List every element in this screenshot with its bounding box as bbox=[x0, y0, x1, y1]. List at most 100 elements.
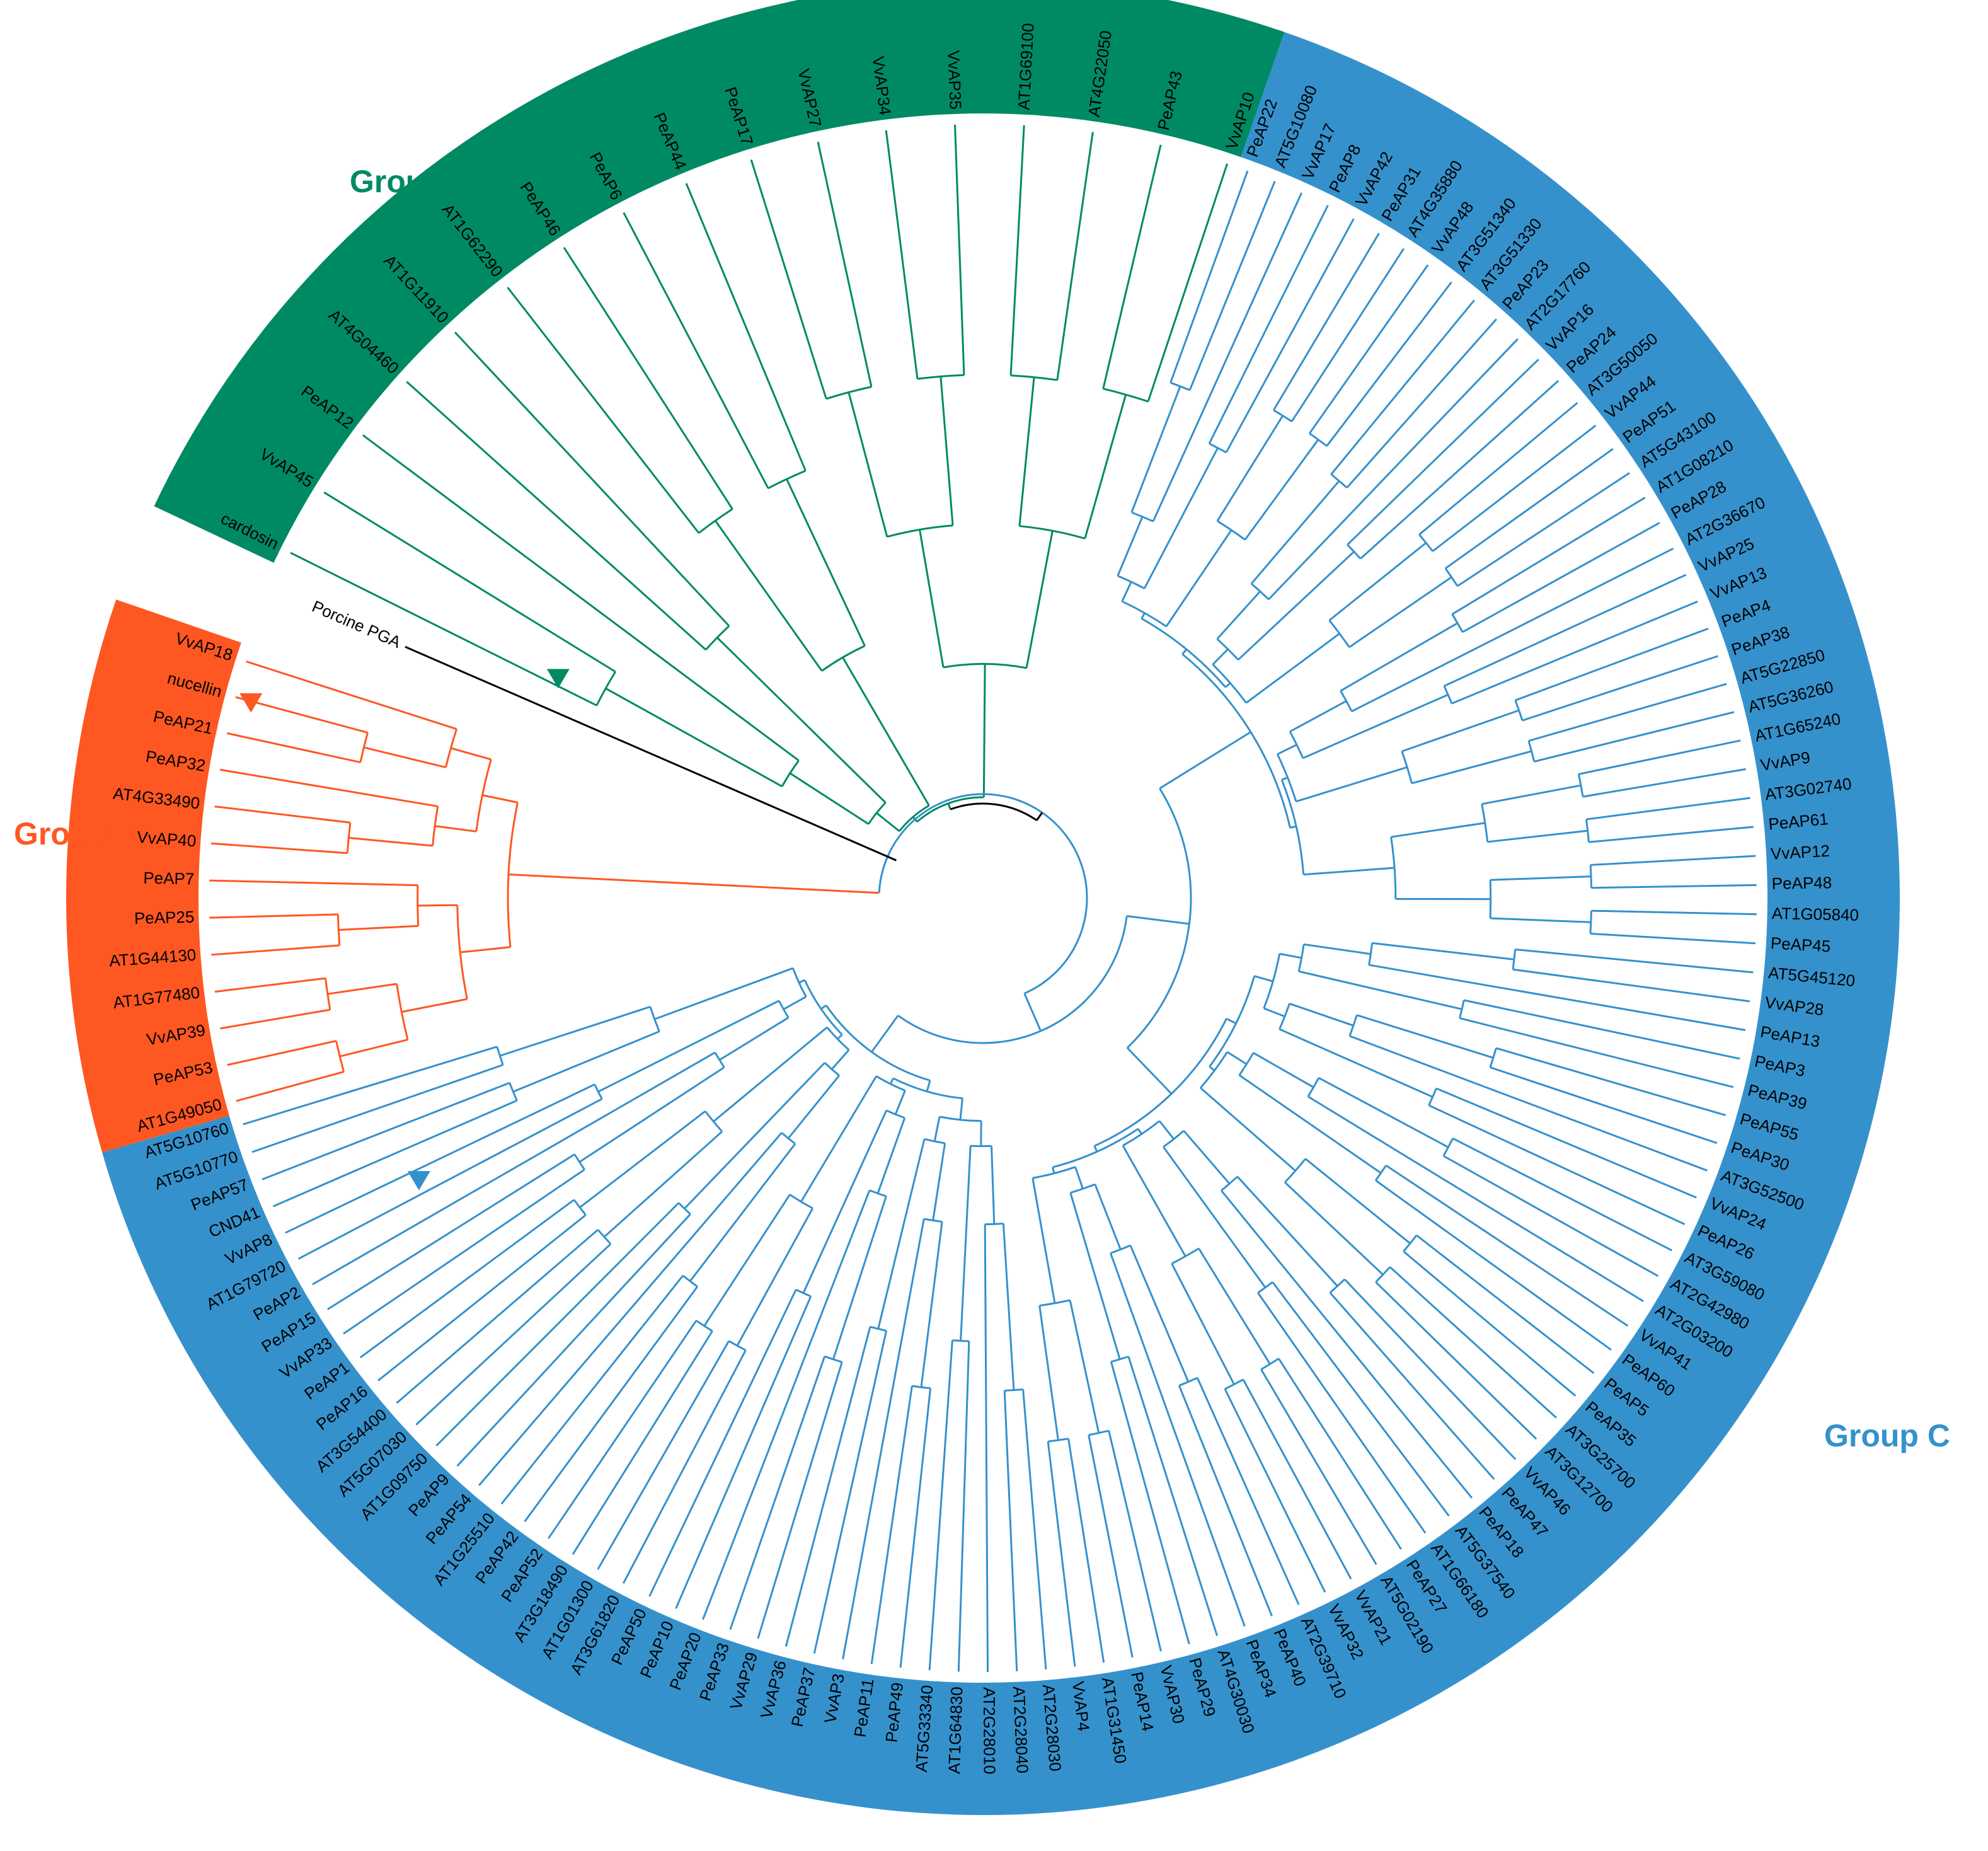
branch bbox=[1278, 1028, 1434, 1098]
branch bbox=[1102, 144, 1162, 389]
branch bbox=[500, 1275, 684, 1505]
branch bbox=[435, 1202, 680, 1447]
branch bbox=[1389, 1266, 1557, 1419]
branch bbox=[1069, 1300, 1100, 1434]
branch-arc bbox=[1329, 1278, 1346, 1294]
branch-arc bbox=[1278, 1003, 1290, 1030]
branch bbox=[1443, 1155, 1659, 1277]
branch bbox=[1578, 739, 1741, 775]
branch bbox=[1428, 1104, 1686, 1225]
branch bbox=[1289, 1003, 1354, 1027]
branch bbox=[1490, 875, 1592, 881]
branch-arc bbox=[1577, 774, 1584, 797]
branch bbox=[1391, 822, 1485, 838]
branch bbox=[434, 825, 476, 833]
branch bbox=[1110, 1361, 1190, 1645]
branch bbox=[1225, 218, 1355, 453]
branch bbox=[919, 529, 945, 668]
leaf-label: PeAP45 bbox=[1770, 933, 1831, 956]
leaf-label: Porcine PGA bbox=[309, 597, 404, 652]
branch bbox=[991, 1146, 996, 1225]
branch bbox=[654, 967, 793, 1020]
branch bbox=[1490, 1066, 1718, 1145]
branch bbox=[406, 381, 707, 651]
leaf-label: PeAP48 bbox=[1772, 873, 1832, 893]
branch bbox=[290, 551, 597, 706]
branch bbox=[1163, 1146, 1267, 1288]
branch bbox=[1303, 943, 1371, 955]
branch bbox=[1496, 1047, 1727, 1117]
branch-arc bbox=[396, 983, 409, 1041]
branch bbox=[689, 1143, 796, 1282]
branch bbox=[1416, 1234, 1595, 1375]
branch-arc bbox=[1514, 700, 1524, 721]
branch bbox=[1463, 999, 1740, 1060]
branch bbox=[939, 376, 954, 526]
branch bbox=[454, 332, 730, 627]
branch bbox=[597, 1000, 779, 1093]
branch bbox=[1084, 394, 1127, 539]
branch bbox=[716, 637, 887, 804]
branch bbox=[1411, 750, 1532, 785]
branch-arc bbox=[1418, 534, 1434, 552]
branch bbox=[1309, 264, 1429, 434]
branch-arc bbox=[1238, 1052, 1255, 1076]
branch bbox=[1281, 776, 1289, 781]
branch bbox=[456, 1213, 691, 1467]
branch bbox=[1512, 968, 1750, 1003]
branch bbox=[1351, 547, 1674, 713]
branch bbox=[802, 1110, 888, 1294]
branch bbox=[508, 874, 880, 894]
branch bbox=[1304, 1158, 1411, 1245]
branch bbox=[784, 1326, 871, 1647]
branch bbox=[842, 1218, 925, 1659]
branch-arc bbox=[868, 802, 887, 825]
branch bbox=[798, 979, 805, 984]
branch bbox=[1047, 1441, 1076, 1667]
branch bbox=[1318, 1076, 1449, 1148]
leaf-label: AT2G28010 bbox=[980, 1687, 999, 1774]
branch bbox=[597, 1341, 730, 1570]
branch bbox=[1590, 932, 1755, 945]
branch bbox=[1346, 318, 1498, 488]
branch-arc bbox=[678, 1202, 691, 1215]
branch bbox=[1038, 1305, 1059, 1441]
branch bbox=[1178, 1385, 1273, 1617]
branch bbox=[211, 944, 340, 956]
branch bbox=[1126, 1047, 1173, 1095]
branch bbox=[1117, 516, 1144, 577]
branch bbox=[605, 687, 783, 788]
branch bbox=[1329, 1292, 1495, 1480]
branch-arc bbox=[1443, 685, 1453, 704]
branch bbox=[1181, 649, 1188, 655]
branch bbox=[960, 1146, 972, 1341]
branch-arc bbox=[1403, 1235, 1418, 1252]
group-b-title: Group B bbox=[14, 816, 140, 851]
branch bbox=[1356, 1014, 1494, 1059]
branch bbox=[1216, 415, 1284, 522]
branch-arc bbox=[1374, 1165, 1387, 1181]
branch bbox=[1303, 867, 1395, 876]
branch bbox=[1452, 1137, 1673, 1252]
branch bbox=[719, 1017, 789, 1061]
branch bbox=[675, 1296, 812, 1609]
leaf-label: PeAP25 bbox=[134, 908, 195, 928]
branch bbox=[757, 1361, 843, 1639]
branch-arc bbox=[496, 1046, 504, 1066]
branch bbox=[499, 1005, 651, 1057]
branch-arc bbox=[795, 1288, 812, 1298]
branch bbox=[1445, 447, 1614, 570]
branch bbox=[1250, 480, 1340, 585]
branch bbox=[227, 1040, 336, 1066]
branch bbox=[1127, 915, 1190, 925]
branch bbox=[396, 1229, 599, 1404]
branch bbox=[1122, 1145, 1186, 1257]
branch bbox=[343, 1168, 585, 1335]
branch bbox=[1296, 766, 1408, 803]
branch bbox=[1490, 917, 1591, 923]
branch bbox=[323, 491, 616, 673]
branch bbox=[1457, 472, 1630, 587]
branch bbox=[1591, 909, 1757, 916]
branch bbox=[1067, 1438, 1105, 1663]
branch bbox=[894, 1090, 906, 1115]
